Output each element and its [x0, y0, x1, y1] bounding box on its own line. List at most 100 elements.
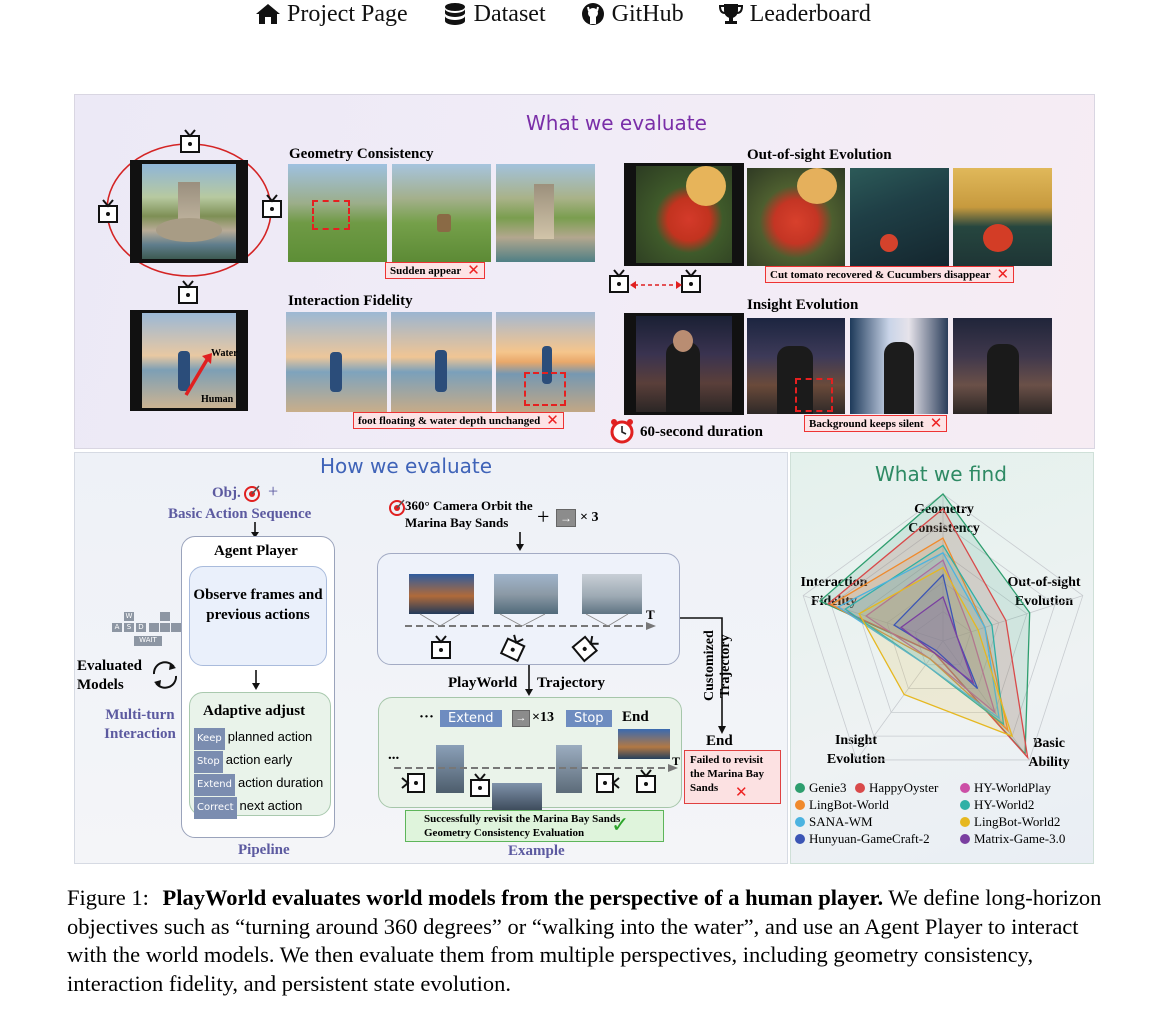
legend-label: LingBot-World2: [974, 814, 1061, 829]
down-arrow-icon: [516, 532, 524, 551]
radar-grid-ring: [858, 552, 1028, 713]
fail-x-icon: ✕: [735, 783, 748, 801]
target-icon: [244, 485, 260, 502]
success-box: Successfully revisit the Marina Bay Sand…: [405, 810, 664, 842]
camera-icon: [262, 194, 282, 218]
cycle-icon: [152, 661, 178, 689]
stop-action-tag: Stop: [566, 710, 612, 727]
radar-grid-ring: [886, 581, 1000, 689]
tomato-frame-3: [953, 168, 1052, 266]
leaderboard-link[interactable]: Leaderboard: [718, 1, 871, 28]
boy-beach-frame-3: [496, 312, 595, 412]
how-we-evaluate-title: How we evaluate: [320, 454, 493, 478]
legend-swatch: [960, 783, 970, 793]
insight-fail-text: Background keeps silent: [809, 417, 924, 430]
target-icon: [389, 499, 405, 516]
park-frame-2: [392, 164, 491, 262]
boy-beach-frame-1: [286, 312, 387, 412]
customized-trajectory-label: Customized Trajectory: [702, 630, 733, 702]
legend-item: HappyOyster: [855, 780, 938, 796]
pipeline-label: Pipeline: [238, 842, 290, 858]
camera-icon: [401, 773, 425, 793]
camera-icon: [98, 199, 118, 223]
fail-x-icon: ✕: [467, 261, 480, 279]
legend-label: HappyOyster: [869, 780, 939, 795]
leaderboard-label: Leaderboard: [749, 0, 871, 27]
radar-grid-ring: [830, 522, 1056, 737]
marina-bay-frame-2: [494, 574, 558, 614]
project-page-label: Project Page: [287, 0, 408, 27]
github-label: GitHub: [611, 0, 684, 27]
insight-evolution-heading: Insight Evolution: [747, 297, 859, 313]
camera-icon: [596, 773, 620, 793]
keep-tag: Keep: [194, 728, 225, 750]
legend-item: Matrix-Game-3.0: [960, 831, 1065, 847]
right-arrow-key-icon: →: [556, 509, 576, 527]
legend-item: SANA-WM: [795, 814, 873, 830]
tower-frame-2: [492, 783, 542, 811]
legend-swatch: [795, 783, 805, 793]
street-image: [636, 316, 732, 412]
end-label: End: [706, 733, 733, 749]
extend-action-tag: Extend: [440, 710, 502, 727]
legend-swatch: [795, 800, 805, 810]
legend-item: Hunyuan-GameCraft-2: [795, 831, 930, 847]
fountain-image: [142, 164, 236, 259]
ellipsis-label-2: ...: [388, 747, 400, 763]
down-arrow-icon: [525, 665, 533, 696]
check-icon: ✓: [611, 813, 630, 838]
marina-bay-frame-1: [409, 574, 474, 614]
camera-icon: [571, 635, 599, 663]
tomato-frame-2: [850, 168, 949, 266]
geometry-consistency-heading: Geometry Consistency: [289, 146, 434, 162]
what-we-find-title: What we find: [875, 462, 1007, 486]
radar-series-sana-wm: [836, 551, 1001, 720]
axis-label-insight: Insight Evolution: [826, 733, 886, 767]
street-frame-3: [953, 318, 1052, 414]
geometry-fail-text: Sudden appear: [390, 264, 462, 277]
example-label: Example: [508, 843, 565, 859]
radar-series-matrix-game-3-0: [899, 595, 975, 685]
camera-icon: [178, 280, 198, 304]
down-arrow-icon: [252, 670, 260, 690]
tomato-image: [636, 166, 732, 263]
caption-label: Figure 1:: [67, 885, 149, 910]
basic-action-seq-label: Basic Action Sequence: [168, 506, 312, 522]
radar-chart: [802, 493, 1084, 761]
dataset-link[interactable]: Dataset: [442, 1, 546, 28]
legend-item: HY-World2: [960, 797, 1034, 813]
dataset-label: Dataset: [473, 0, 546, 27]
github-icon: [581, 3, 604, 25]
legend-item: Genie3: [795, 780, 847, 796]
fail-x-icon: ✕: [546, 411, 559, 429]
camera-icon: [636, 769, 656, 793]
radar-grid-ring: [914, 611, 972, 666]
home-icon: [256, 4, 280, 24]
street-film-strip: [624, 313, 744, 415]
oos-fail-tag: Cut tomato recovered & Cucumbers disappe…: [765, 266, 1015, 283]
success-text: Successfully revisit the Marina Bay Sand…: [424, 813, 621, 839]
legend-item: HY-WorldPlay: [960, 780, 1051, 796]
project-page-link[interactable]: Project Page: [255, 1, 408, 28]
camera-icon: [431, 635, 451, 659]
marina-bay-frame-3: [582, 574, 642, 614]
radar-series-lingbot-world2: [858, 566, 1014, 738]
github-link[interactable]: GitHub: [580, 1, 684, 28]
objective-label: Obj.: [212, 485, 241, 501]
park-frame-1: [288, 164, 387, 262]
legend-label: SANA-WM: [809, 814, 873, 829]
interaction-fail-tag: foot floating & water depth unchanged✕: [353, 412, 564, 429]
water-label: Water: [211, 348, 238, 359]
observe-text: Observe frames and previous actions: [193, 587, 323, 623]
legend-swatch: [795, 817, 805, 827]
legend-swatch: [855, 783, 865, 793]
correct-tag: Correct: [194, 797, 237, 819]
caption-bold: PlayWorld evaluates world models from th…: [162, 885, 884, 910]
evaluated-models-label: Evaluated Models: [77, 658, 143, 693]
customized-trajectory-arrow: [680, 617, 726, 734]
duration-label: 60-second duration: [640, 424, 763, 440]
